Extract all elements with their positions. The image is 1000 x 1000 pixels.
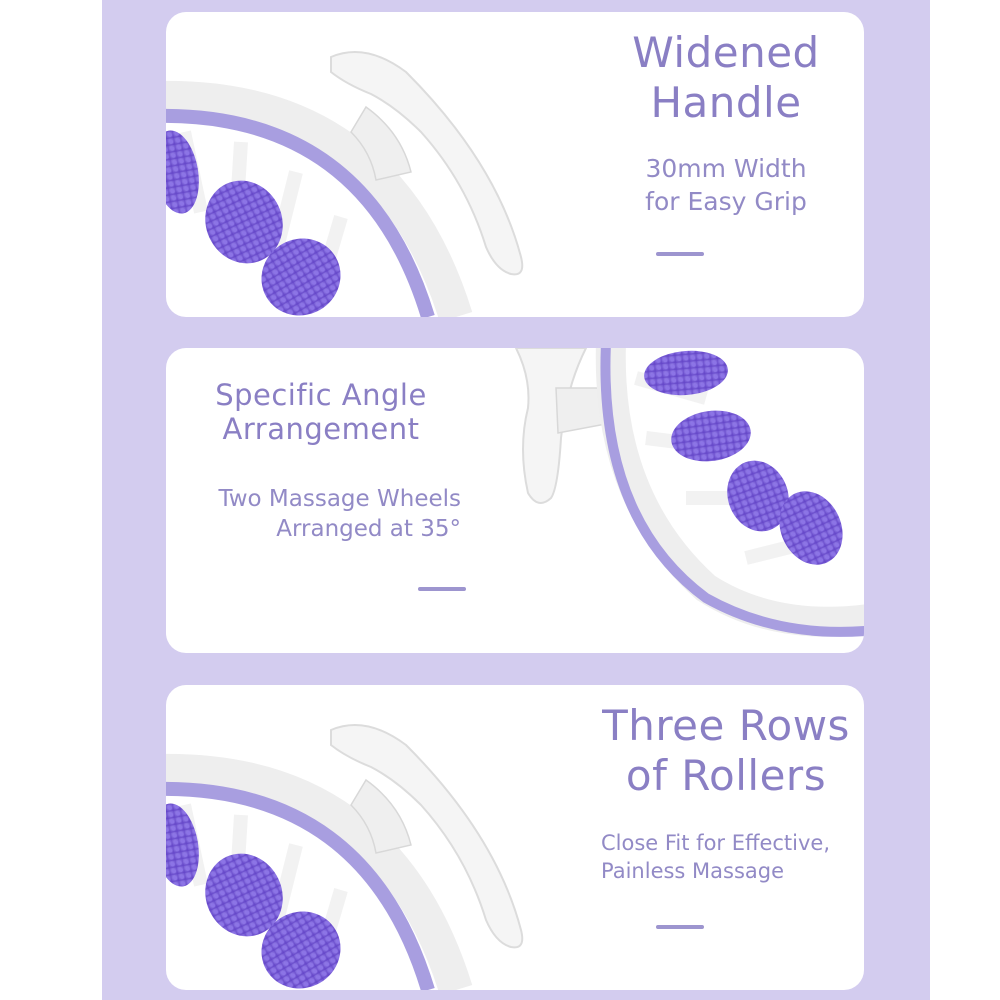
massager-handle-image [166, 51, 524, 317]
accent-dash [418, 587, 466, 591]
massager-angle-image [514, 348, 864, 637]
accent-dash [656, 925, 704, 929]
massager-rollers-image [166, 724, 524, 990]
subtitle-three-rows: Close Fit for Effective,Painless Massage [601, 831, 831, 883]
accent-dash [656, 252, 704, 256]
